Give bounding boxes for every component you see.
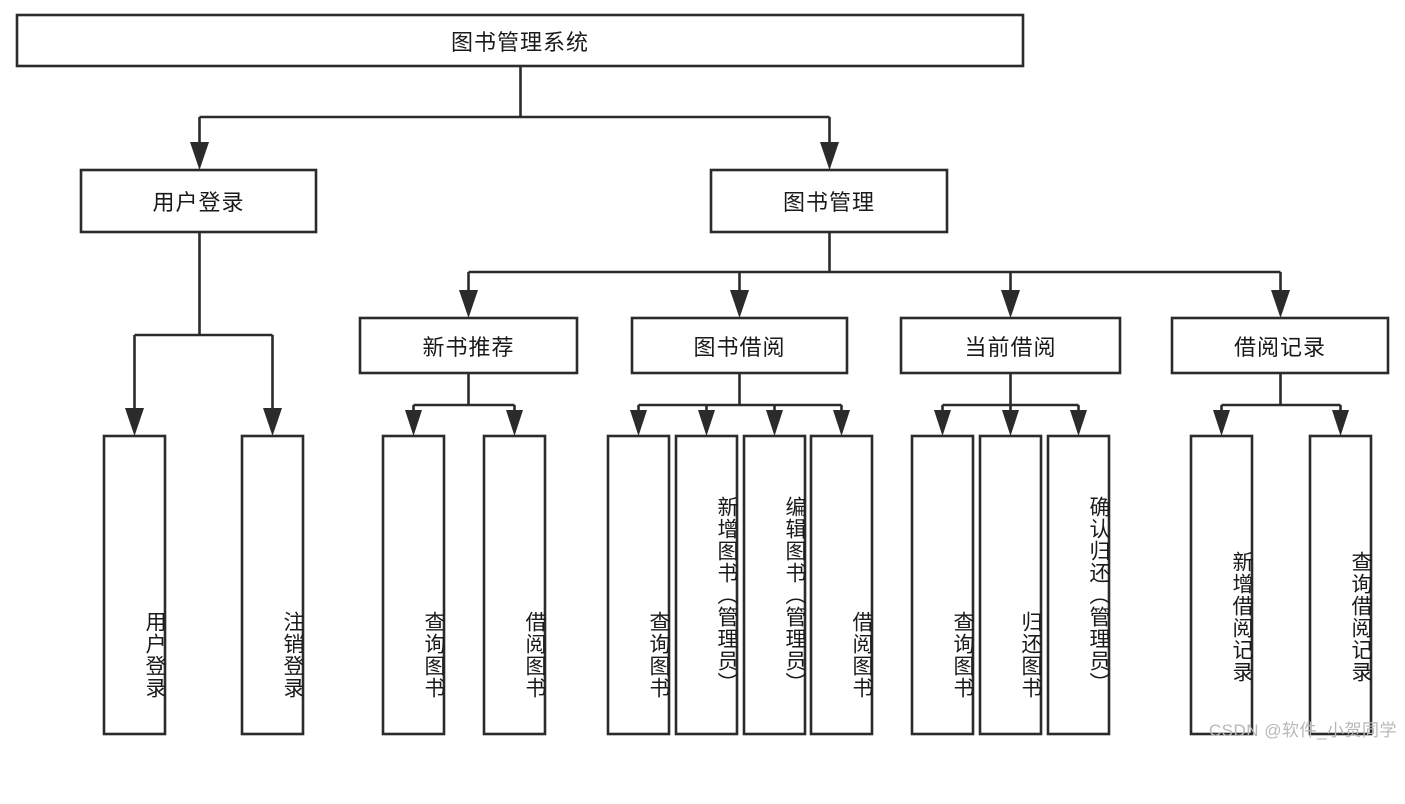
- node-box-book-management[interactable]: [709, 168, 949, 234]
- node-box-leaf-borrow-book-2[interactable]: [809, 434, 874, 736]
- arrow-to-leaf-borrow-book-1: [506, 410, 523, 436]
- node-box-leaf-add-book[interactable]: [674, 434, 739, 736]
- arrow-to-leaf-user-logout: [263, 408, 282, 436]
- arrow-to-borrow-record: [1271, 290, 1290, 318]
- node-box-current-borrow[interactable]: [899, 316, 1122, 375]
- arrow-to-current-borrow: [1001, 290, 1020, 318]
- node-box-new-book-recommend[interactable]: [358, 316, 579, 375]
- arrow-to-leaf-return-book: [1002, 410, 1019, 436]
- arrow-to-leaf-borrow-book-2: [833, 410, 850, 436]
- node-box-leaf-query-record[interactable]: [1308, 434, 1373, 736]
- arrow-to-leaf-add-record: [1213, 410, 1230, 436]
- arrow-to-leaf-user-login: [125, 408, 144, 436]
- arrow-to-leaf-edit-book: [766, 410, 783, 436]
- node-box-leaf-user-login[interactable]: [102, 434, 167, 736]
- node-box-leaf-add-record[interactable]: [1189, 434, 1254, 736]
- diagram-canvas-root: 图书管理系统 用户登录 图书管理 新书推荐 图书借阅 当前借阅 借阅记录 用户登…: [15, 13, 1397, 740]
- csdn-watermark: CSDN @软件_小贺同学: [1208, 721, 1397, 740]
- arrow-to-leaf-add-book: [698, 410, 715, 436]
- node-box-leaf-confirm-return[interactable]: [1046, 434, 1111, 736]
- arrow-to-leaf-confirm-return: [1070, 410, 1087, 436]
- arrow-to-new-book-recommend: [459, 290, 478, 318]
- node-box-user-login[interactable]: [79, 168, 318, 234]
- arrow-to-leaf-query-book-3: [934, 410, 951, 436]
- node-box-leaf-query-book-2[interactable]: [606, 434, 671, 736]
- arrow-root-to-book-management: [820, 142, 839, 170]
- node-box-root[interactable]: [15, 13, 1025, 68]
- node-box-leaf-borrow-book-1[interactable]: [482, 434, 547, 736]
- arrow-root-to-user-login: [190, 142, 209, 170]
- arrow-to-leaf-query-record: [1332, 410, 1349, 436]
- node-box-leaf-edit-book[interactable]: [742, 434, 807, 736]
- node-box-book-borrow[interactable]: [630, 316, 849, 375]
- node-box-borrow-record[interactable]: [1170, 316, 1390, 375]
- node-box-leaf-query-book-3[interactable]: [910, 434, 975, 736]
- hierarchy-diagram-svg: [15, 13, 1390, 736]
- node-box-leaf-query-book-1[interactable]: [381, 434, 446, 736]
- arrow-to-book-borrow: [730, 290, 749, 318]
- node-box-leaf-user-logout[interactable]: [240, 434, 305, 736]
- arrow-to-leaf-query-book-1: [405, 410, 422, 436]
- node-box-leaf-return-book[interactable]: [978, 434, 1043, 736]
- arrow-to-leaf-query-book-2: [630, 410, 647, 436]
- connector-layer: [125, 66, 1349, 436]
- node-box-layer: [15, 13, 1390, 736]
